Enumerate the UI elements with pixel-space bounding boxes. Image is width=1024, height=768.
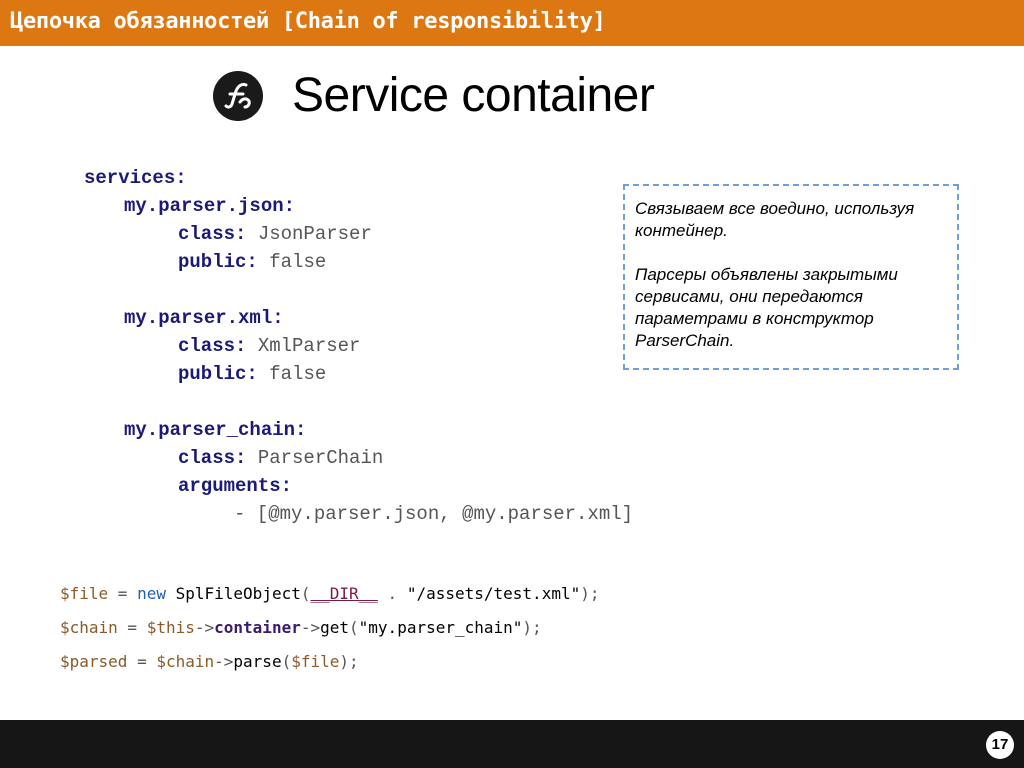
- symfony-logo-icon: [212, 70, 264, 122]
- code-token: );: [522, 618, 542, 637]
- yaml-line: services:: [84, 164, 187, 192]
- code-token: __DIR__: [310, 584, 378, 603]
- yaml-line: - [@my.parser.json, @my.parser.xml]: [234, 500, 633, 528]
- yaml-key: class:: [178, 223, 247, 245]
- code-token: =: [117, 618, 147, 637]
- code-token: (: [349, 618, 359, 637]
- yaml-line: my.parser.json:: [124, 192, 295, 220]
- note-paragraph: Связываем все воедино, используя контейн…: [635, 199, 915, 240]
- yaml-key: public:: [178, 363, 258, 385]
- yaml-key: class:: [178, 447, 247, 469]
- code-token: $parsed: [60, 652, 128, 671]
- header-title: Цепочка обязанностей [Chain of responsib…: [10, 9, 606, 34]
- yaml-line: class: ParserChain: [178, 444, 383, 472]
- yaml-line: class: XmlParser: [178, 332, 360, 360]
- code-token: "/assets/test.xml": [406, 584, 581, 603]
- code-token: new: [137, 584, 166, 603]
- yaml-key: my.parser.xml:: [124, 307, 284, 329]
- code-token: "my.parser_chain": [358, 618, 523, 637]
- code-line: $file = new SplFileObject(__DIR__ . "/as…: [60, 582, 599, 606]
- yaml-value: XmlParser: [257, 335, 361, 357]
- code-token: SplFileObject: [165, 584, 301, 603]
- header-bar: Цепочка обязанностей [Chain of responsib…: [0, 0, 1024, 46]
- code-token: .: [377, 584, 407, 603]
- note-paragraph: Парсеры объявлены закрытыми сервисами, о…: [635, 265, 898, 350]
- code-token: (: [300, 584, 311, 603]
- yaml-key: arguments:: [178, 475, 293, 497]
- code-token: ->: [214, 652, 234, 671]
- yaml-line: class: JsonParser: [178, 220, 372, 248]
- code-token: $chain: [60, 618, 118, 637]
- code-token: $file: [291, 652, 340, 671]
- yaml-key: public:: [178, 251, 258, 273]
- code-token: $file: [60, 584, 109, 603]
- slide-title: Service container: [292, 69, 655, 122]
- yaml-key: my.parser_chain:: [124, 419, 307, 441]
- code-token: $this: [146, 618, 195, 637]
- yaml-value: false: [269, 251, 327, 273]
- yaml-line: my.parser_chain:: [124, 416, 306, 444]
- code-line: $chain = $this->container->get("my.parse…: [60, 616, 542, 640]
- code-token: ->: [300, 618, 321, 637]
- footer-bar: [0, 720, 1024, 768]
- yaml-key: class:: [178, 335, 247, 357]
- page-number: 17: [986, 731, 1014, 759]
- code-token: get: [320, 618, 350, 637]
- yaml-line: arguments:: [178, 472, 292, 500]
- code-token: );: [339, 652, 359, 671]
- code-token: $chain: [156, 652, 215, 671]
- yaml-key: services:: [84, 167, 187, 189]
- yaml-line: public: false: [178, 248, 326, 276]
- code-token: );: [580, 584, 600, 603]
- code-token: ->: [194, 618, 215, 637]
- yaml-key: my.parser.json:: [124, 195, 296, 217]
- code-line: $parsed = $chain->parse($file);: [60, 650, 359, 674]
- yaml-value: false: [269, 363, 327, 385]
- code-token: (: [281, 652, 292, 671]
- code-token: =: [127, 652, 157, 671]
- yaml-value: ParserChain: [257, 447, 384, 469]
- note-box: Связываем все воедино, используя контейн…: [623, 184, 959, 370]
- yaml-value: JsonParser: [257, 223, 372, 245]
- code-token: parse: [233, 652, 282, 671]
- yaml-line: my.parser.xml:: [124, 304, 284, 332]
- yaml-value: - [@my.parser.json, @my.parser.xml]: [234, 503, 634, 525]
- yaml-line: public: false: [178, 360, 326, 388]
- code-token: container: [214, 618, 301, 637]
- code-token: =: [108, 584, 138, 603]
